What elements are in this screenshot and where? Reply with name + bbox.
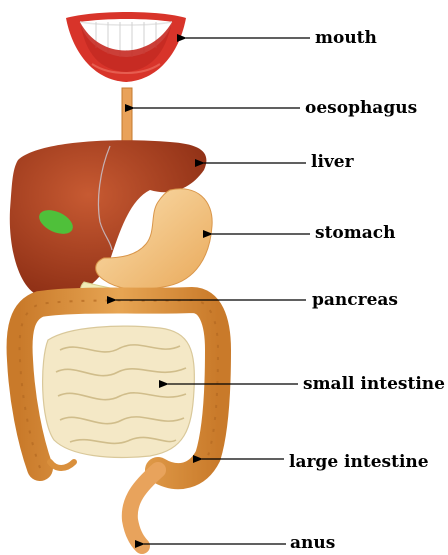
label-small-intestine: small intestine xyxy=(303,374,445,394)
label-oesophagus: oesophagus xyxy=(305,98,417,118)
small-intestine-illustration xyxy=(43,326,195,457)
label-anus: anus xyxy=(290,533,335,553)
rectum-illustration xyxy=(130,470,158,546)
label-mouth: mouth xyxy=(315,28,377,48)
label-large-intestine: large intestine xyxy=(289,452,429,472)
mouth-illustration xyxy=(66,12,186,82)
label-pancreas: pancreas xyxy=(312,290,398,310)
label-stomach: stomach xyxy=(315,223,395,243)
label-liver: liver xyxy=(311,152,354,172)
